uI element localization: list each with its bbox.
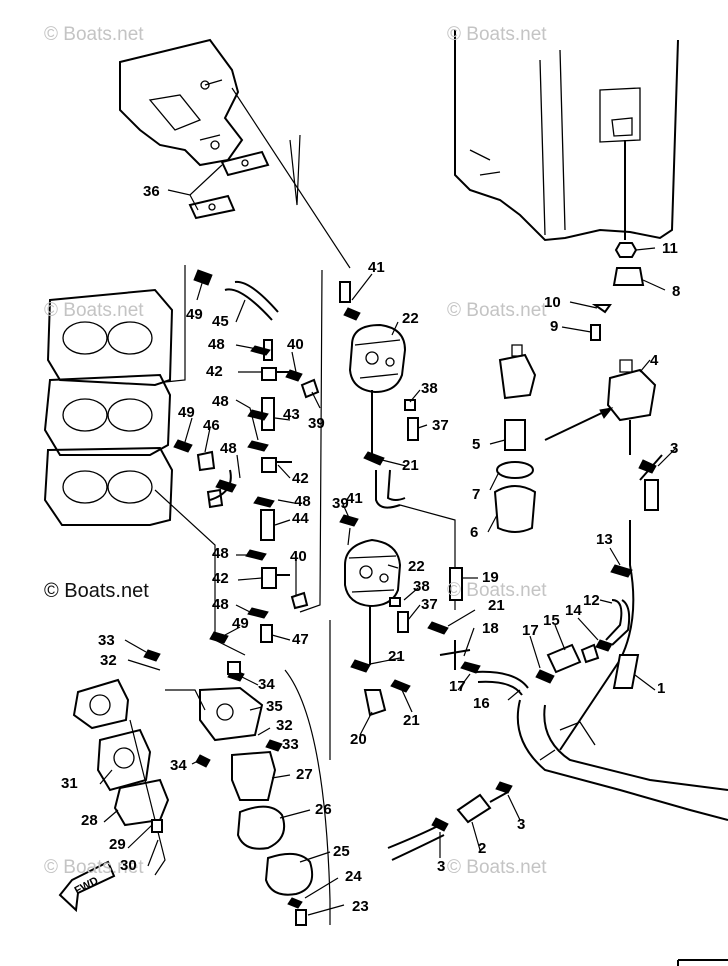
callout-8: 8: [672, 283, 681, 300]
fuel-filter-assembly: [606, 359, 657, 422]
powerhead-casing: [454, 30, 679, 242]
watermark: © Boats.net: [44, 300, 144, 321]
callout-49: 49: [232, 615, 249, 632]
gasket-36: [188, 150, 270, 220]
callout-38: 38: [421, 380, 438, 397]
callout-19: 19: [482, 569, 499, 586]
callout-23: 23: [352, 898, 369, 915]
watermark: © Boats.net: [447, 24, 547, 45]
callout-34: 34: [170, 757, 187, 774]
callout-22: 22: [402, 310, 419, 327]
watermark-main: © Boats.net: [44, 580, 149, 602]
callout-48: 48: [208, 336, 225, 353]
watermark: © Boats.net: [447, 300, 547, 321]
callout-48: 48: [220, 440, 237, 457]
callout-24: 24: [345, 868, 362, 885]
callout-21: 21: [402, 457, 419, 474]
callout-12: 12: [583, 592, 600, 609]
cylinder-head-fragment: [119, 38, 244, 167]
callout-37: 37: [421, 596, 438, 613]
callout-14: 14: [565, 602, 582, 619]
callout-3: 3: [437, 858, 446, 875]
callout-32: 32: [276, 717, 293, 734]
callout-31: 31: [61, 775, 78, 792]
callout-10: 10: [544, 294, 561, 311]
callout-15: 15: [543, 612, 560, 629]
watermark: © Boats.net: [44, 857, 144, 878]
callout-37: 37: [432, 417, 449, 434]
callout-44: 44: [292, 510, 309, 527]
callout-29: 29: [109, 836, 126, 853]
callout-1: 1: [657, 680, 666, 697]
callout-41: 41: [346, 490, 363, 507]
callout-17: 17: [522, 622, 539, 639]
callout-28: 28: [81, 812, 98, 829]
callout-26: 26: [315, 801, 332, 818]
lower-cowling: [516, 699, 728, 821]
callout-30: 30: [120, 857, 137, 874]
callout-42: 42: [212, 570, 229, 587]
callout-49: 49: [178, 404, 195, 421]
callout-7: 7: [472, 486, 481, 503]
callout-47: 47: [292, 631, 309, 648]
callout-20: 20: [350, 731, 367, 748]
callout-17: 17: [449, 678, 466, 695]
callout-39: 39: [332, 495, 349, 512]
callout-18: 18: [482, 620, 499, 637]
callout-48: 48: [294, 493, 311, 510]
watermark: © Boats.net: [447, 580, 547, 601]
fuel-hoses-column: [196, 280, 320, 643]
callout-46: 46: [203, 417, 220, 434]
callout-21: 21: [488, 597, 505, 614]
callout-43: 43: [283, 406, 300, 423]
callout-3: 3: [670, 440, 679, 457]
fuel-pump-lower: [344, 538, 402, 608]
callout-36: 36: [143, 183, 160, 200]
callout-16: 16: [473, 695, 490, 712]
callout-2: 2: [478, 840, 487, 857]
callout-32: 32: [100, 652, 117, 669]
callout-35: 35: [266, 698, 283, 715]
callout-48: 48: [212, 393, 229, 410]
callout-49: 49: [186, 306, 203, 323]
callout-3: 3: [517, 816, 526, 833]
leader-lines: [99, 164, 677, 916]
hose-clips: [173, 269, 361, 644]
callout-34: 34: [258, 676, 275, 693]
callout-9: 9: [550, 318, 559, 335]
callout-6: 6: [470, 524, 479, 541]
callout-22: 22: [408, 558, 425, 575]
callout-48: 48: [212, 545, 229, 562]
callout-21: 21: [388, 648, 405, 665]
callout-33: 33: [98, 632, 115, 649]
callout-13: 13: [596, 531, 613, 548]
callout-42: 42: [206, 363, 223, 380]
fuel-pump-upper: [348, 323, 407, 394]
watermark: © Boats.net: [447, 857, 547, 878]
callout-40: 40: [290, 548, 307, 565]
callout-48: 48: [212, 596, 229, 613]
callout-45: 45: [212, 313, 229, 330]
fuel-filter-exploded: [493, 344, 537, 533]
callout-5: 5: [472, 436, 481, 453]
callout-42: 42: [292, 470, 309, 487]
cylinder-block: [43, 288, 174, 526]
callout-4: 4: [650, 352, 659, 369]
callout-39: 39: [308, 415, 325, 432]
callout-21: 21: [403, 712, 420, 729]
fwd-arrow-icon: [58, 860, 116, 913]
callout-11: 11: [662, 240, 678, 257]
callout-41: 41: [368, 259, 385, 276]
callout-40: 40: [287, 336, 304, 353]
watermark: © Boats.net: [44, 24, 144, 45]
callout-25: 25: [333, 843, 350, 860]
callout-27: 27: [296, 766, 313, 783]
callout-33: 33: [282, 736, 299, 753]
callout-38: 38: [413, 578, 430, 595]
